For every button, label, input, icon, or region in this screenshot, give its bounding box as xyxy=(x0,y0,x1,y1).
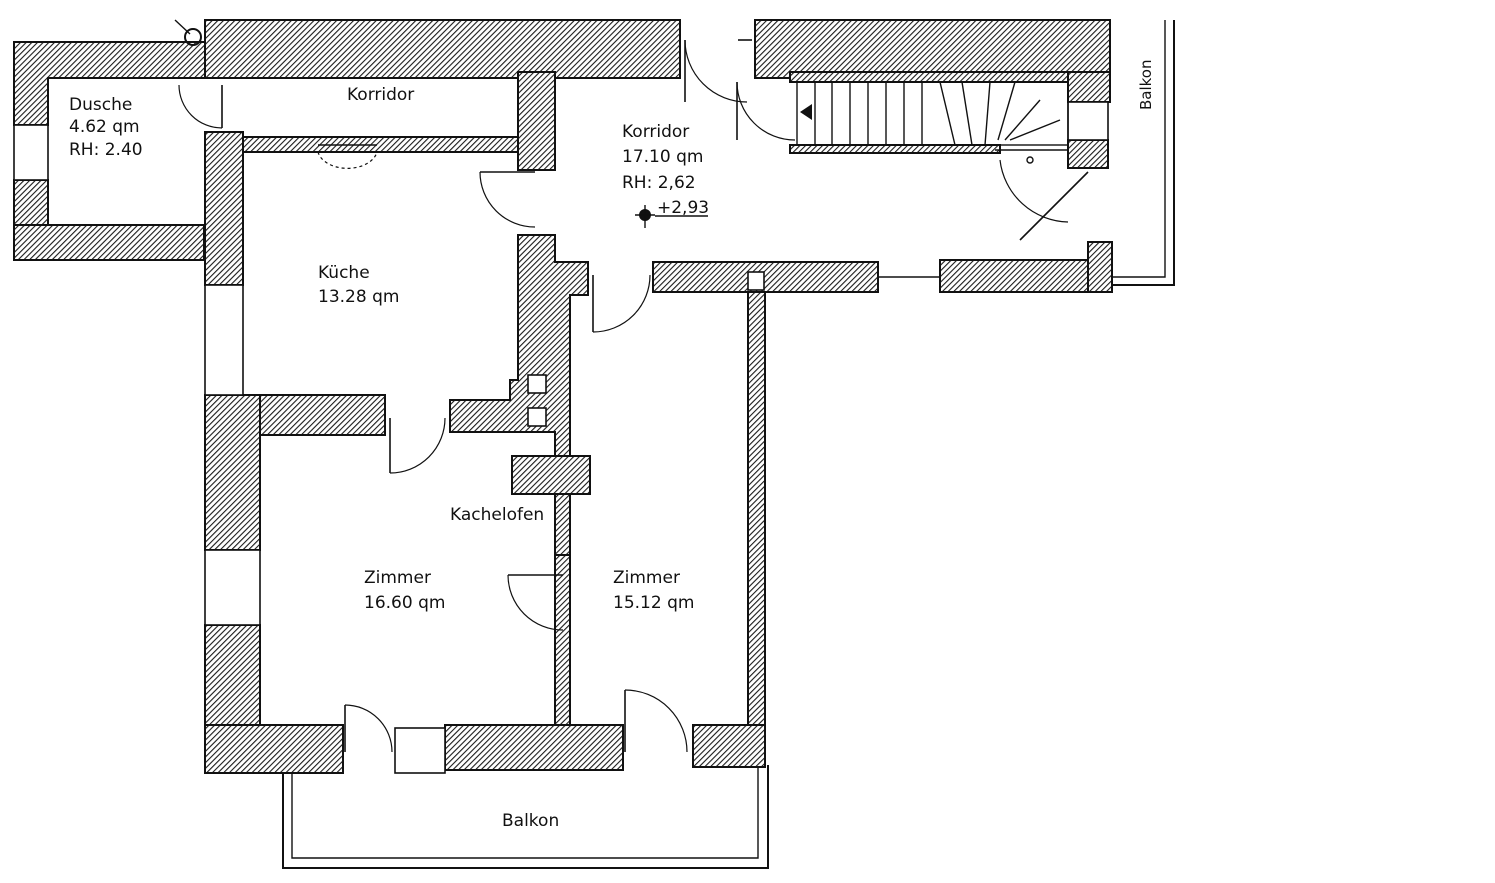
door-kueche-zimmer-arc xyxy=(389,417,446,474)
staircase xyxy=(796,81,1069,164)
door-balkon-west-arc xyxy=(344,704,393,753)
wall-stair-south xyxy=(789,144,1001,154)
wall-korridor-south-east xyxy=(939,259,1113,293)
door-kueche-arc xyxy=(479,171,536,228)
balkon-east-inner xyxy=(1112,20,1166,278)
wall-zimmer-partition xyxy=(554,554,571,726)
wall-zimmer-west-south-a xyxy=(204,724,344,774)
wall-zimmer-east-south xyxy=(692,724,766,768)
wall-zimmer-south-mid xyxy=(444,724,624,771)
wall-korridor-west-south xyxy=(242,136,519,153)
doors xyxy=(174,19,1089,753)
kachelofen-stove xyxy=(511,455,591,495)
label-korridor-main-name: Korridor xyxy=(622,122,689,142)
door-dusche-arc xyxy=(178,84,223,129)
window-dusche xyxy=(13,124,49,181)
wall-north-west xyxy=(204,19,681,79)
wall-central-block xyxy=(517,71,556,171)
door-balkon-east2-leaf xyxy=(1019,171,1089,241)
wall-stair-east-block xyxy=(1067,71,1111,103)
labels: Dusche 4.62 qm RH: 2.40 Korridor Korrido… xyxy=(69,60,1155,832)
chimney-box-1 xyxy=(527,374,547,394)
balkon-east-outline xyxy=(1112,20,1175,286)
wall-zimmer-east-east xyxy=(747,291,766,726)
door-partition-arc xyxy=(507,574,564,631)
label-kueche-area: 13.28 qm xyxy=(318,287,399,307)
door-entrance-arc xyxy=(684,39,748,103)
door-stair-arc xyxy=(736,81,796,141)
door-zimmer-east-arc xyxy=(592,274,651,333)
label-balkon-east: Balkon xyxy=(1137,60,1155,111)
level-marker xyxy=(635,205,708,228)
balkon-south-inner xyxy=(291,768,759,859)
window-zimmer-south xyxy=(394,727,446,774)
stair-post xyxy=(1026,156,1034,164)
label-kachelofen: Kachelofen xyxy=(450,505,544,525)
wall-kueche-west xyxy=(204,131,244,286)
wall-east-end xyxy=(1087,241,1113,293)
wall-korridor-south xyxy=(652,261,879,293)
label-zimmer-west-area: 16.60 qm xyxy=(364,593,445,613)
label-korridor-main-area: 17.10 qm xyxy=(622,147,703,167)
label-balkon-south: Balkon xyxy=(502,811,559,831)
wall-stair-north xyxy=(789,71,1111,83)
walls xyxy=(13,19,1113,774)
label-korridor-main-height: RH: 2,62 xyxy=(622,173,696,193)
niche-box xyxy=(747,271,765,291)
label-dusche-height: RH: 2.40 xyxy=(69,140,143,160)
door-balkon-east-arc xyxy=(624,689,688,753)
door-hinge-line xyxy=(174,19,191,35)
wall-stair-east-lower xyxy=(1067,139,1109,169)
door-kueche-north-arc xyxy=(317,151,378,169)
window-kueche-west xyxy=(204,284,244,396)
stair-arrow xyxy=(800,104,812,120)
stair-outline xyxy=(796,81,1069,146)
balkon-south-outline xyxy=(282,765,769,869)
door-hinge-circle xyxy=(184,28,202,46)
stair-treads xyxy=(814,81,1061,146)
label-kueche-name: Küche xyxy=(318,263,370,283)
balconies xyxy=(282,20,1175,869)
wall-zimmer-west-west-upper xyxy=(204,394,261,551)
label-korridor-main-level: +2,93 xyxy=(657,198,709,218)
window-stair-east xyxy=(1067,101,1109,141)
label-dusche-area: 4.62 qm xyxy=(69,117,140,137)
window-zimmer-west-west xyxy=(204,549,261,626)
label-zimmer-west-name: Zimmer xyxy=(364,568,431,588)
door-balkon-east2-arc xyxy=(999,159,1069,223)
label-zimmer-east-area: 15.12 qm xyxy=(613,593,694,613)
windows xyxy=(13,101,1109,774)
wall-dusche-south xyxy=(13,224,205,261)
label-korridor-west-name: Korridor xyxy=(347,85,414,105)
wall-north-east xyxy=(754,19,1111,79)
chimney-box-2 xyxy=(527,407,547,427)
label-dusche-name: Dusche xyxy=(69,95,132,115)
label-zimmer-east-name: Zimmer xyxy=(613,568,680,588)
